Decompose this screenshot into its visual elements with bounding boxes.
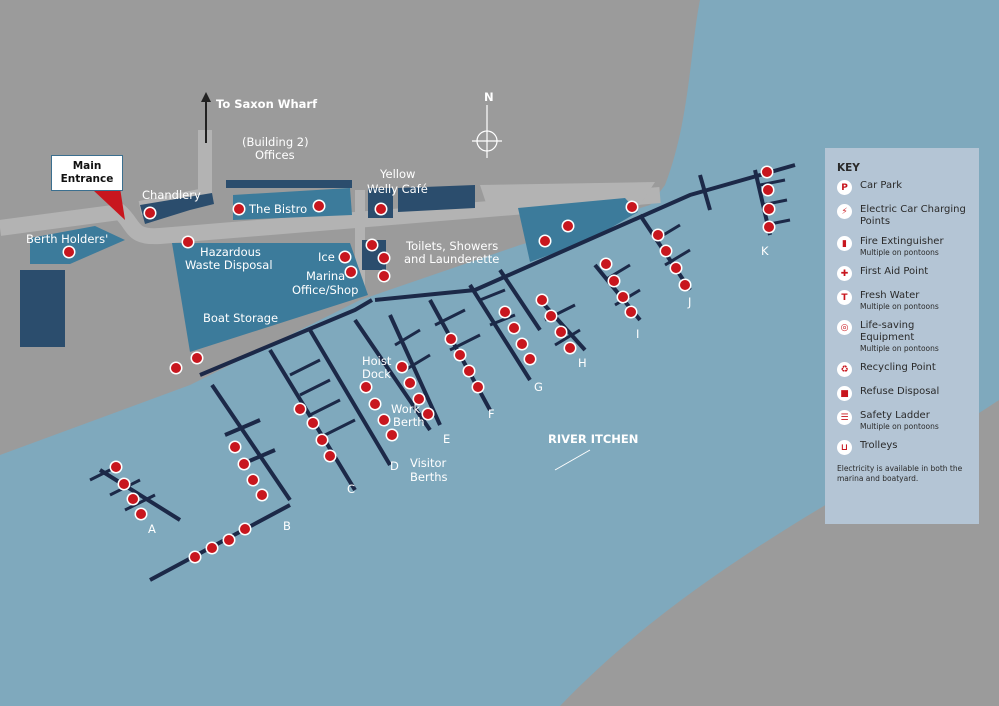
ev-charging-icon: ⚡ bbox=[837, 204, 852, 219]
key-item-label: Refuse Disposal bbox=[860, 386, 940, 397]
compass-icon bbox=[472, 105, 502, 158]
boat-storage-area bbox=[172, 243, 368, 352]
key-item: ◎ Life-saving Equipment Multiple on pont… bbox=[837, 320, 969, 354]
key-title: KEY bbox=[837, 162, 860, 174]
key-item-sub: Multiple on pontoons bbox=[860, 344, 939, 353]
car-park-icon: P bbox=[837, 180, 852, 195]
compass-north-label: N bbox=[484, 90, 494, 104]
key-note: Electricity is available in both the mar… bbox=[837, 464, 963, 483]
offices-label-2: Offices bbox=[255, 148, 295, 162]
chandlery-building bbox=[140, 193, 214, 224]
svg-text:J: J bbox=[687, 295, 691, 309]
svg-text:H: H bbox=[578, 356, 587, 370]
pontoons bbox=[98, 163, 796, 582]
key-item-label: Safety Ladder bbox=[860, 410, 930, 421]
key-item-sub: Multiple on pontoons bbox=[860, 248, 939, 257]
east-building bbox=[398, 185, 475, 212]
key-item: ▮ Fire Extinguisher Multiple on pontoons bbox=[837, 236, 969, 258]
key-item: ♻ Recycling Point bbox=[837, 362, 969, 378]
first-aid-icon: ✚ bbox=[837, 266, 852, 281]
key-item: P Car Park bbox=[837, 180, 969, 196]
key-item: ⚡ Electric Car Charging Points bbox=[837, 204, 969, 228]
berth-holders-label: Berth Holders' bbox=[26, 232, 108, 246]
offices-label: (Building 2) bbox=[242, 135, 309, 149]
entrance-label-2: Entrance bbox=[60, 173, 114, 185]
key-item-label: Fire Extinguisher bbox=[860, 236, 944, 247]
key-item-label: Electric Car Charging Points bbox=[860, 204, 966, 227]
recycling-icon: ♻ bbox=[837, 362, 852, 377]
toilets-label-2: and Launderette bbox=[404, 252, 499, 266]
pontoon-labels: A B C D E F G H I J K bbox=[148, 244, 769, 536]
river-label: RIVER ITCHEN bbox=[548, 432, 638, 446]
svg-text:B: B bbox=[283, 519, 291, 533]
key-item: ■ Refuse Disposal bbox=[837, 386, 969, 402]
offices-building bbox=[226, 180, 352, 188]
svg-text:G: G bbox=[534, 380, 543, 394]
saxon-wharf-label: To Saxon Wharf bbox=[216, 97, 318, 111]
cafe-label: Yellow bbox=[379, 167, 415, 181]
svg-text:E: E bbox=[443, 432, 450, 446]
map-key: KEY P Car Park ⚡ Electric Car Charging P… bbox=[825, 148, 979, 524]
hazardous-label: Hazardous bbox=[200, 245, 261, 259]
key-item-sub: Multiple on pontoons bbox=[860, 422, 939, 431]
fingers bbox=[89, 178, 791, 512]
visitor-berths-label-2: Berths bbox=[410, 470, 447, 484]
chandlery-label: Chandlery bbox=[142, 188, 201, 202]
key-item: ⊔ Trolleys bbox=[837, 440, 969, 456]
lifebuoy-icon: ◎ bbox=[837, 320, 852, 335]
hoist-dock-label-2: Dock bbox=[362, 367, 391, 381]
key-item-label: Recycling Point bbox=[860, 362, 936, 373]
key-item-sub: Multiple on pontoons bbox=[860, 302, 939, 311]
visitor-berths-label: Visitor bbox=[410, 456, 447, 470]
svg-text:C: C bbox=[347, 482, 355, 496]
river-flow-arrow bbox=[554, 449, 591, 471]
svg-text:F: F bbox=[488, 407, 495, 421]
berth-holders-parking bbox=[30, 226, 125, 264]
bistro-label: The Bistro bbox=[248, 202, 307, 216]
ice-label: Ice bbox=[318, 250, 335, 264]
svg-text:D: D bbox=[390, 459, 399, 473]
key-item-label: First Aid Point bbox=[860, 266, 929, 277]
key-item-label: Life-saving Equipment bbox=[860, 320, 915, 343]
fresh-water-icon: T bbox=[837, 290, 852, 305]
marina-office-label-2: Office/Shop bbox=[292, 283, 358, 297]
svg-text:A: A bbox=[148, 522, 156, 536]
cafe-label-2: Welly Café bbox=[367, 182, 428, 196]
key-item: ☰ Safety Ladder Multiple on pontoons bbox=[837, 410, 969, 432]
work-berth-label: Work bbox=[391, 402, 420, 416]
key-item-label: Trolleys bbox=[860, 440, 898, 451]
toilets-label: Toilets, Showers bbox=[405, 239, 498, 253]
hazardous-label-2: Waste Disposal bbox=[185, 258, 273, 272]
key-item-label: Car Park bbox=[860, 180, 903, 191]
marina-office-label: Marina bbox=[306, 269, 345, 283]
bistro-building bbox=[233, 188, 352, 220]
key-item-label: Fresh Water bbox=[860, 290, 920, 301]
storage-building bbox=[20, 270, 65, 347]
key-item: T Fresh Water Multiple on pontoons bbox=[837, 290, 969, 312]
trolley-icon: ⊔ bbox=[837, 440, 852, 455]
refuse-icon: ■ bbox=[837, 386, 852, 401]
svg-text:K: K bbox=[761, 244, 769, 258]
ladder-icon: ☰ bbox=[837, 410, 852, 425]
work-berth-label-2: Berth bbox=[393, 415, 425, 429]
fire-extinguisher-icon: ▮ bbox=[837, 236, 852, 251]
key-item: ✚ First Aid Point bbox=[837, 266, 969, 282]
boat-storage-label: Boat Storage bbox=[203, 311, 278, 325]
hoist-dock-label: Hoist bbox=[362, 354, 392, 368]
svg-text:I: I bbox=[636, 327, 639, 341]
main-entrance-callout: Main Entrance bbox=[51, 155, 123, 191]
entrance-label: Main bbox=[72, 160, 102, 172]
